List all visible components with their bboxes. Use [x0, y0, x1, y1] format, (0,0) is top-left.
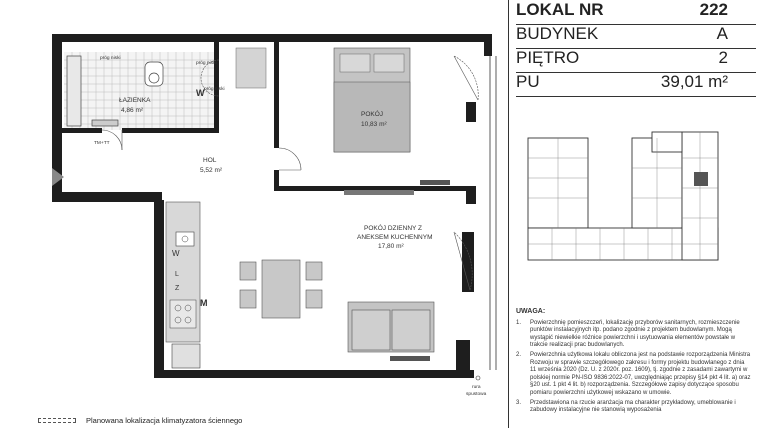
- threshold-label-1: próg niski: [100, 55, 121, 61]
- drainpipe-label-1: rura: [472, 384, 481, 390]
- kitchen-counter: [165, 201, 201, 343]
- legend-text: Planowana lokalizacja klimatyzatora ście…: [86, 416, 243, 425]
- dining-set: [239, 259, 323, 319]
- bathroom-laundry-box: [171, 343, 201, 369]
- room-dzienny-name-1: POKÓJ DZIENNY Z: [364, 223, 422, 232]
- room-dzienny-name-2: ANEKSEM KUCHENNYM: [357, 234, 432, 241]
- budynek-value: A: [716, 24, 728, 43]
- divider: [508, 0, 509, 428]
- floor-plan-drawing: próg niski próg niski próg niski TM+TT W…: [52, 34, 497, 397]
- bathroom-tiles: [64, 52, 214, 130]
- row-budynek: BUDYNEK A: [516, 24, 756, 49]
- pu-value: 39,01 m²: [660, 72, 728, 91]
- drainpipe-label-2: spustowa: [466, 391, 487, 397]
- washer-mark-m: M: [200, 298, 208, 308]
- room-hol-area: 5,52 m²: [200, 167, 223, 174]
- radiator-bedroom: [420, 180, 450, 185]
- walls: [52, 34, 492, 378]
- tm-tt-label: TM+TT: [94, 140, 110, 146]
- key-plan: [527, 131, 719, 261]
- threshold-label-3: próg niski: [204, 86, 225, 92]
- room-lazienka-area: 4,86 m²: [121, 107, 144, 114]
- bathroom-fixtures: [66, 55, 164, 127]
- key-plan-highlight-unit: [694, 172, 708, 186]
- balcony-edge: [489, 56, 497, 370]
- wardrobe: [235, 47, 267, 89]
- water-mark-w2: W: [172, 249, 180, 258]
- room-lazienka-name: ŁAZIENKA: [119, 97, 151, 104]
- ac-unit-legend-icon: [38, 418, 76, 423]
- pietro-value: 2: [718, 48, 728, 67]
- budynek-label: BUDYNEK: [516, 24, 599, 43]
- lokal-value: 222: [699, 0, 728, 19]
- tv-unit: [344, 190, 414, 195]
- note-item: 3. Przedstawiona na rzucie aranżacja ma …: [516, 399, 736, 414]
- radiator-living: [390, 356, 430, 361]
- pu-label: PU: [516, 72, 540, 91]
- fridge-mark-l: L: [175, 271, 179, 278]
- entrance-arrow: [52, 168, 64, 186]
- notes: UWAGA: 1. Powierzchnię pomieszczeń, loka…: [516, 308, 752, 417]
- room-pokoj-area: 10,83 m²: [361, 121, 387, 128]
- room-hol-name: HOL: [203, 157, 217, 164]
- threshold-label-2: próg niski: [196, 60, 217, 66]
- room-dzienny-area: 17,80 m²: [378, 243, 404, 250]
- row-pu: PU 39,01 m²: [516, 72, 756, 97]
- doors: [101, 55, 479, 291]
- sofa: [347, 301, 435, 353]
- row-lokal: LOKAL NR 222: [516, 0, 756, 25]
- bed: [333, 47, 411, 153]
- pietro-label: PIĘTRO: [516, 48, 580, 67]
- drainpipe-marker: [475, 375, 481, 381]
- note-item: 1. Powierzchnię pomieszczeń, lokalizację…: [516, 319, 740, 349]
- floor-plan: próg niski próg niski próg niski TM+TT W…: [52, 34, 497, 397]
- note-item: 2. Powierzchnia użytkowa lokalu obliczon…: [516, 351, 751, 396]
- water-mark-w1: W: [196, 88, 205, 98]
- dishwasher-mark-z: Z: [175, 285, 180, 292]
- row-pietro: PIĘTRO 2: [516, 48, 756, 73]
- lokal-label: LOKAL NR: [516, 0, 604, 19]
- room-pokoj-name: POKÓJ: [361, 109, 383, 118]
- notes-title: UWAGA:: [516, 308, 546, 315]
